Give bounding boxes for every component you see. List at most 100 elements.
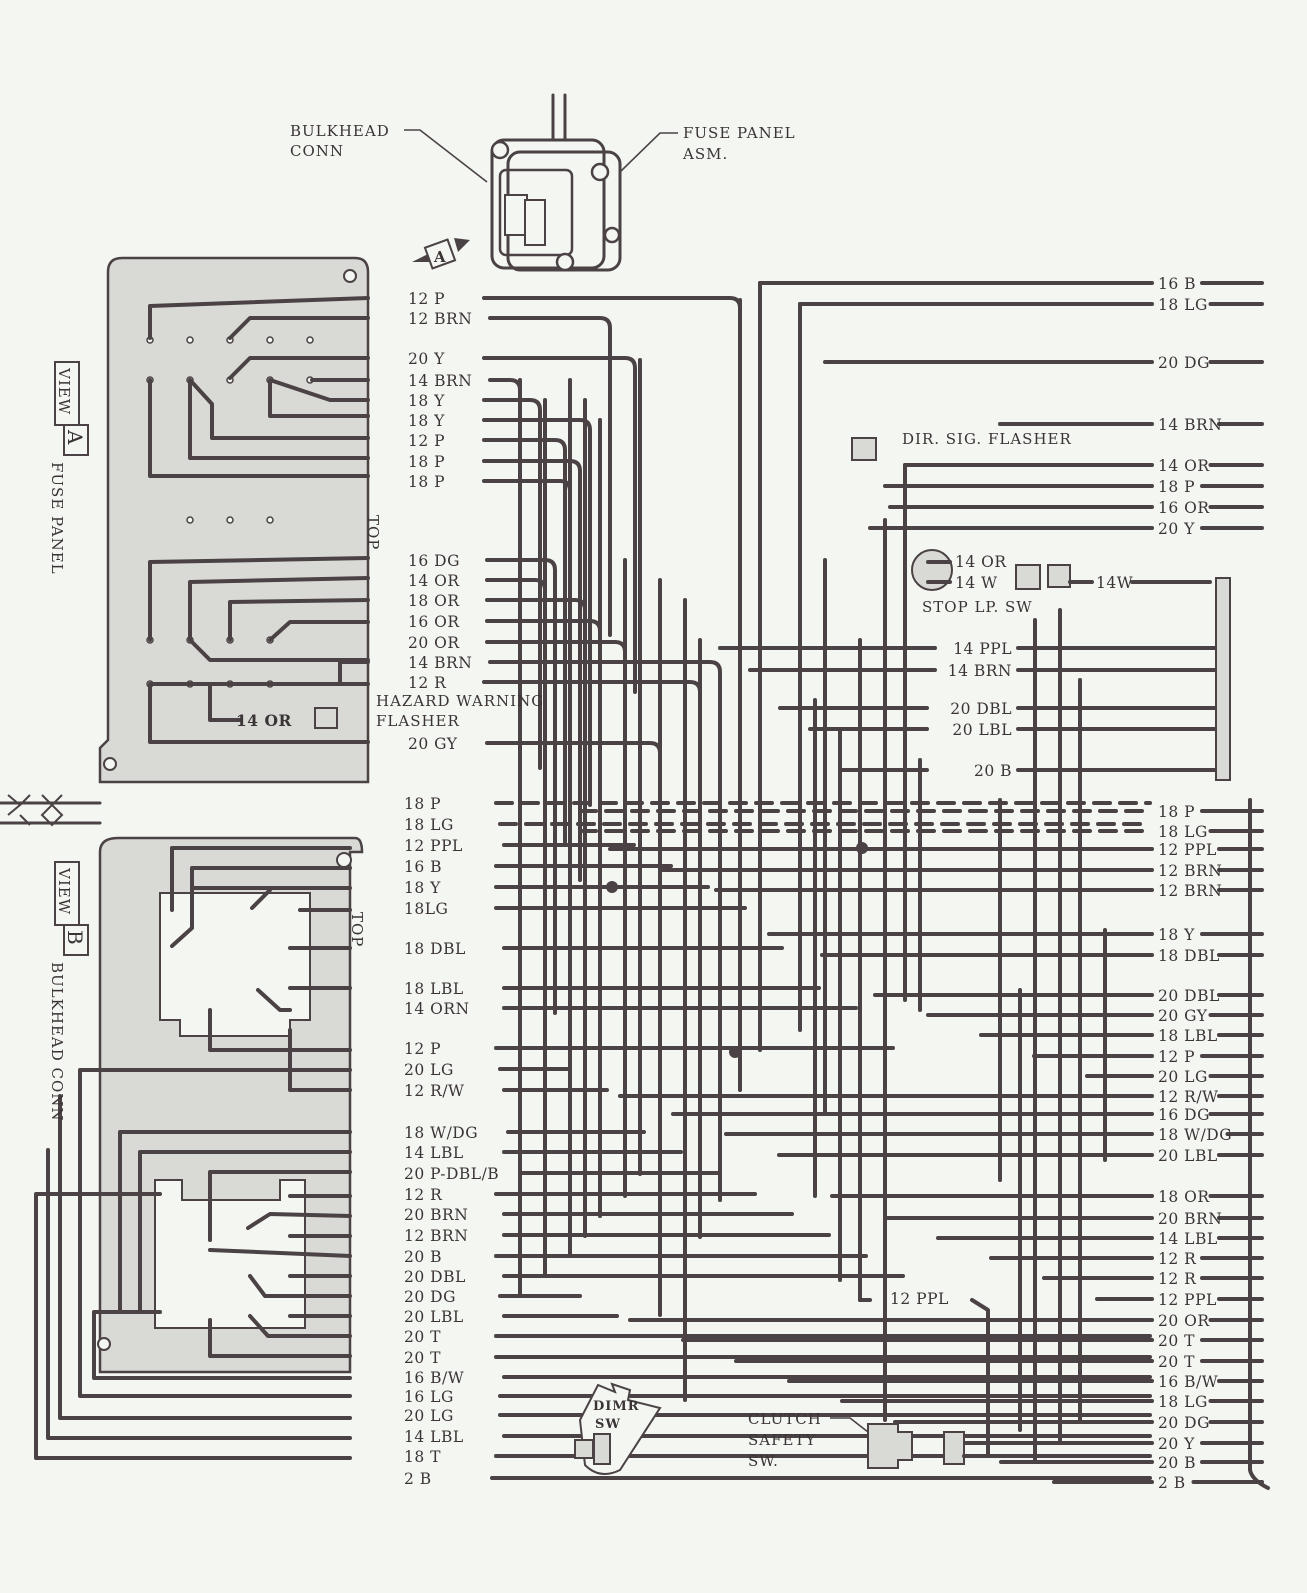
view-a-caption: FUSE PANEL (48, 462, 66, 575)
clutch-safety-switch: CLUTCH SAFETY SW. 12 PPL (748, 1280, 990, 1470)
wire-a-route (485, 741, 662, 1317)
wire-label-b: 14 ORN (404, 1000, 470, 1018)
wire-label-right: 14 OR (1158, 457, 1210, 475)
wire-a-route (488, 316, 612, 637)
dir-sig-flasher-label: DIR. SIG. FLASHER (902, 430, 1072, 448)
view-b-title: VIEW B BULKHEAD CONN (48, 861, 89, 1122)
wire-label-b: 12 R (404, 1186, 443, 1204)
clutch-switch-label-3: SW. (748, 1452, 779, 1470)
wire-label-b: 2 B (404, 1470, 432, 1488)
hazard-flasher-label-1: HAZARD WARNING (376, 692, 544, 710)
wire-label-b: 16 B (404, 858, 442, 876)
fuse-panel-asm-label-2: ASM. (682, 145, 728, 163)
wire-label-b: 18 LG (404, 816, 454, 834)
wire-label-b: 12 R/W (404, 1082, 464, 1100)
splice-dot (856, 842, 868, 854)
wire-label-right: 18 LBL (1158, 1027, 1218, 1045)
bulkhead-conn-callout: BULKHEAD CONN (290, 122, 488, 183)
wire-label-b: 18 W/DG (404, 1124, 478, 1142)
wire-routes (482, 281, 1270, 1490)
wire-label-a: 18 OR (408, 592, 460, 610)
wire-label-right: 2 B (1158, 1474, 1186, 1492)
wire-label-b: 14 LBL (404, 1144, 464, 1162)
view-a-letter: A (63, 429, 87, 445)
wire-label-b: 20 BRN (404, 1206, 468, 1224)
wire-label-b: 12 BRN (404, 1227, 468, 1245)
wire-label-a: 14 BRN (408, 372, 472, 390)
splice-dot (606, 881, 618, 893)
dimmer-switch-label-2: SW (595, 1417, 621, 1432)
wire-label-b: 20 LG (404, 1061, 454, 1079)
wire-label-a: 20 OR (408, 634, 460, 652)
wire-label-a: 18 Y (408, 392, 445, 410)
wire-label-right: 20 Y (1158, 520, 1195, 538)
wire-label-a: 14 BRN (408, 654, 472, 672)
wire-label-right: 16 B (1158, 275, 1196, 293)
view-b-letter: B (63, 930, 87, 946)
wire-label-right: 20 OR (1158, 1312, 1210, 1330)
wire-label-right: 18 LG (1158, 296, 1208, 314)
clutch-switch-label-1: CLUTCH (748, 1410, 822, 1428)
wire-label-right: 12 R (1158, 1270, 1197, 1288)
fuse-panel-assembly-illustration (490, 93, 622, 272)
hazard-wire-label: 14 OR (236, 711, 292, 730)
wire-label-a: 16 OR (408, 613, 460, 631)
wire-label-a: 12 R (408, 674, 447, 692)
wire-label-right: 12 PPL (1158, 1291, 1217, 1309)
wire-label-a: 12 P (408, 432, 445, 450)
wire-label-mid: 14 BRN (948, 662, 1012, 680)
wire-label-right: 16 OR (1158, 499, 1210, 517)
wire-label-right: 14 LBL (1158, 1230, 1218, 1248)
wire-label-right: 20 DG (1158, 354, 1210, 372)
fuse-panel-asm-label-1: FUSE PANEL (683, 124, 796, 142)
wire-label-a: 14 OR (408, 572, 460, 590)
stop-wire-14-or: 14 OR (955, 553, 1007, 571)
wire-a-route (485, 578, 547, 1052)
bulkhead-conn-label-2: CONN (290, 142, 344, 160)
wire-a-route (482, 438, 567, 844)
bulkhead-conn-label-1: BULKHEAD (290, 122, 390, 140)
stop-lamp-switch-label: STOP LP. SW (922, 598, 1033, 616)
wire-label-right: 18 LG (1158, 1393, 1208, 1411)
wire-label-b: 12 P (404, 1040, 441, 1058)
fuse-panel-asm-callout: FUSE PANEL ASM. (619, 124, 796, 173)
clutch-wire-label: 12 PPL (890, 1290, 949, 1308)
wire-a-route (482, 418, 592, 807)
wire-label-b: 20 LBL (404, 1308, 464, 1326)
view-a-title: VIEW A FUSE PANEL (48, 361, 89, 575)
view-b-caption: BULKHEAD CONN (48, 962, 66, 1122)
wire-label-b: 20 T (404, 1349, 441, 1367)
wire-label-a: 16 DG (408, 552, 460, 570)
wire-label-b: 16 B/W (404, 1369, 464, 1387)
wire-label-a: 18 P (408, 473, 445, 491)
wire-label-b: 18 LBL (404, 980, 464, 998)
wire-label-b: 18 T (404, 1448, 441, 1466)
wire-label-b: 18 DBL (404, 940, 466, 958)
dir-sig-flasher: DIR. SIG. FLASHER (851, 430, 1072, 461)
wire-label-right: 18 W/DG (1158, 1126, 1232, 1144)
clutch-switch-label-2: SAFETY (748, 1431, 816, 1449)
right-terminal-block (1215, 577, 1231, 781)
splice-dot (729, 1046, 741, 1058)
hazard-flasher-label-2: FLASHER (376, 712, 460, 730)
wire-label-right: 18 DBL (1158, 947, 1220, 965)
wire-label-b: 16 LG (404, 1388, 454, 1406)
wire-label-b: 20 DG (404, 1288, 456, 1306)
wire-label-right: 18 OR (1158, 1188, 1210, 1206)
wire-label-right: 20 T (1158, 1353, 1195, 1371)
wire-label-right: 12 PPL (1158, 841, 1217, 859)
view-b-bulkhead-conn: TOP (34, 836, 366, 1460)
dimmer-switch: DIMR SW (574, 1382, 662, 1475)
stop-wire-14-w: 14 W (955, 574, 998, 592)
view-b-word: VIEW (55, 867, 73, 915)
dimmer-switch-label-1: DIMR (593, 1399, 640, 1414)
wire-label-right: 12 BRN (1158, 862, 1222, 880)
wire-label-right: 16 DG (1158, 1106, 1210, 1124)
wire-label-b: 18 P (404, 795, 441, 813)
right-bus (1248, 798, 1270, 1490)
wire-label-b: 14 LBL (404, 1428, 464, 1446)
wire-label-right: 20 BRN (1158, 1210, 1222, 1228)
wire-label-right: 20 DG (1158, 1414, 1210, 1432)
